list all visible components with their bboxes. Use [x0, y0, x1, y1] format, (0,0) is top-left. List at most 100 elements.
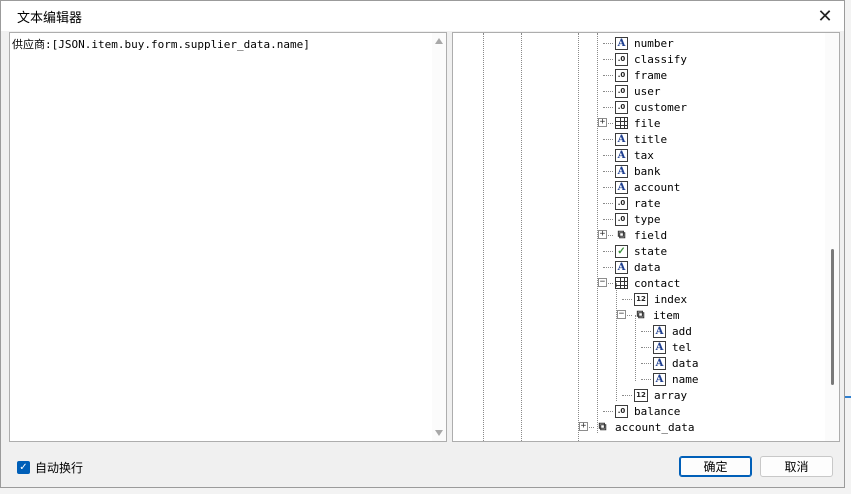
string-icon: A: [615, 148, 628, 162]
string-icon: A: [653, 372, 666, 386]
number-icon: .0: [615, 84, 628, 98]
tree-node-label: frame: [634, 68, 668, 82]
tree-node-label: tel: [672, 340, 692, 354]
tree-node-label: rate: [634, 196, 661, 210]
tree-connector: [603, 186, 613, 188]
cancel-button[interactable]: 取消: [760, 456, 833, 477]
tree-guide: [597, 33, 598, 433]
text-editor-input[interactable]: [10, 33, 434, 441]
table-grid-icon: [615, 117, 628, 129]
tree-connector: [603, 58, 613, 60]
tree-connector: [641, 378, 651, 380]
tree-node-index[interactable]: 12 index: [622, 291, 687, 307]
table-icon: [615, 277, 628, 290]
tree-node-user[interactable]: .0 user: [603, 83, 661, 99]
tree-node-contact[interactable]: contact: [603, 275, 680, 291]
tree-node-label: title: [634, 132, 668, 146]
tree-node-label: add: [672, 324, 692, 338]
tree-connector: [641, 362, 651, 364]
object-icon: ⧉: [636, 308, 645, 321]
tree-guide: [578, 33, 579, 441]
tree-connector: [641, 330, 651, 332]
ok-button[interactable]: 确定: [679, 456, 752, 477]
tree-node-state[interactable]: ✓state: [603, 243, 667, 259]
tree-node-label: user: [634, 84, 661, 98]
expand-icon[interactable]: +: [579, 421, 588, 431]
tree-node-label: state: [634, 244, 668, 258]
number-icon: .0: [615, 68, 628, 82]
tree-node-label: type: [634, 212, 661, 226]
tree-node-label: index: [654, 292, 688, 306]
tree-scroll-thumb[interactable]: [831, 249, 834, 385]
string-icon: A: [615, 132, 628, 146]
tree-connector: [603, 90, 613, 92]
tree-connector: [622, 314, 632, 316]
tree-connector: [603, 42, 613, 44]
string-icon: A: [653, 324, 666, 338]
scroll-down-icon[interactable]: [435, 430, 443, 436]
collapse-icon[interactable]: −: [617, 309, 626, 319]
autowrap-option[interactable]: ✓ 自动换行: [17, 459, 83, 476]
tree-node-account_data[interactable]: ⧉account_data: [584, 419, 694, 435]
tree-guide: [635, 315, 636, 381]
tree-node-label: contact: [634, 276, 681, 290]
tree-connector: [603, 282, 613, 284]
integer-icon: 12: [634, 292, 648, 306]
number-icon: .0: [615, 100, 628, 114]
tree-node-label: field: [634, 228, 668, 242]
string-icon: A: [615, 180, 628, 194]
integer-icon: 12: [634, 388, 648, 402]
tree-node-label: file: [634, 116, 661, 130]
tree-connector: [584, 426, 594, 428]
string-icon: A: [653, 356, 666, 370]
editor-scrollbar[interactable]: [432, 33, 446, 441]
tree-node-label: account: [634, 180, 681, 194]
number-icon: .0: [615, 404, 628, 418]
string-icon: A: [615, 164, 628, 178]
tree-node-label: account_data: [615, 420, 695, 434]
tree-node-item[interactable]: ⧉item: [622, 307, 680, 323]
close-icon[interactable]: ✕: [817, 5, 833, 27]
number-icon: .0: [615, 212, 628, 226]
tree-node-label: data: [672, 356, 699, 370]
autowrap-checkbox[interactable]: ✓: [17, 461, 30, 474]
tree-connector: [622, 394, 632, 396]
dialog-title: 文本编辑器: [17, 11, 83, 26]
expand-icon[interactable]: +: [598, 229, 607, 239]
tree-connector: [603, 234, 613, 236]
editor-panel: [9, 32, 447, 442]
tree-scrollbar[interactable]: [825, 33, 839, 441]
tree-node-customer[interactable]: .0 customer: [603, 99, 687, 115]
tree-node-label: array: [654, 388, 688, 402]
tree-connector: [603, 218, 613, 220]
tree-node-file[interactable]: file: [603, 115, 661, 131]
tree-node-type[interactable]: .0 type: [603, 211, 661, 227]
tree-node-label: customer: [634, 100, 687, 114]
object-icon: ⧉: [617, 228, 626, 241]
tree-node-frame[interactable]: .0 frame: [603, 67, 667, 83]
collapse-icon[interactable]: −: [598, 277, 607, 287]
expand-icon[interactable]: +: [598, 117, 607, 127]
tree-connector: [603, 202, 613, 204]
scroll-up-icon[interactable]: [435, 38, 443, 44]
tree-node-field[interactable]: ⧉ field: [603, 227, 667, 243]
string-icon: A: [615, 36, 628, 50]
tree-node-label: name: [672, 372, 699, 386]
tree-connector: [603, 410, 613, 412]
tree-node-label: number: [634, 36, 674, 50]
tree-node-array[interactable]: 12 array: [622, 387, 687, 403]
